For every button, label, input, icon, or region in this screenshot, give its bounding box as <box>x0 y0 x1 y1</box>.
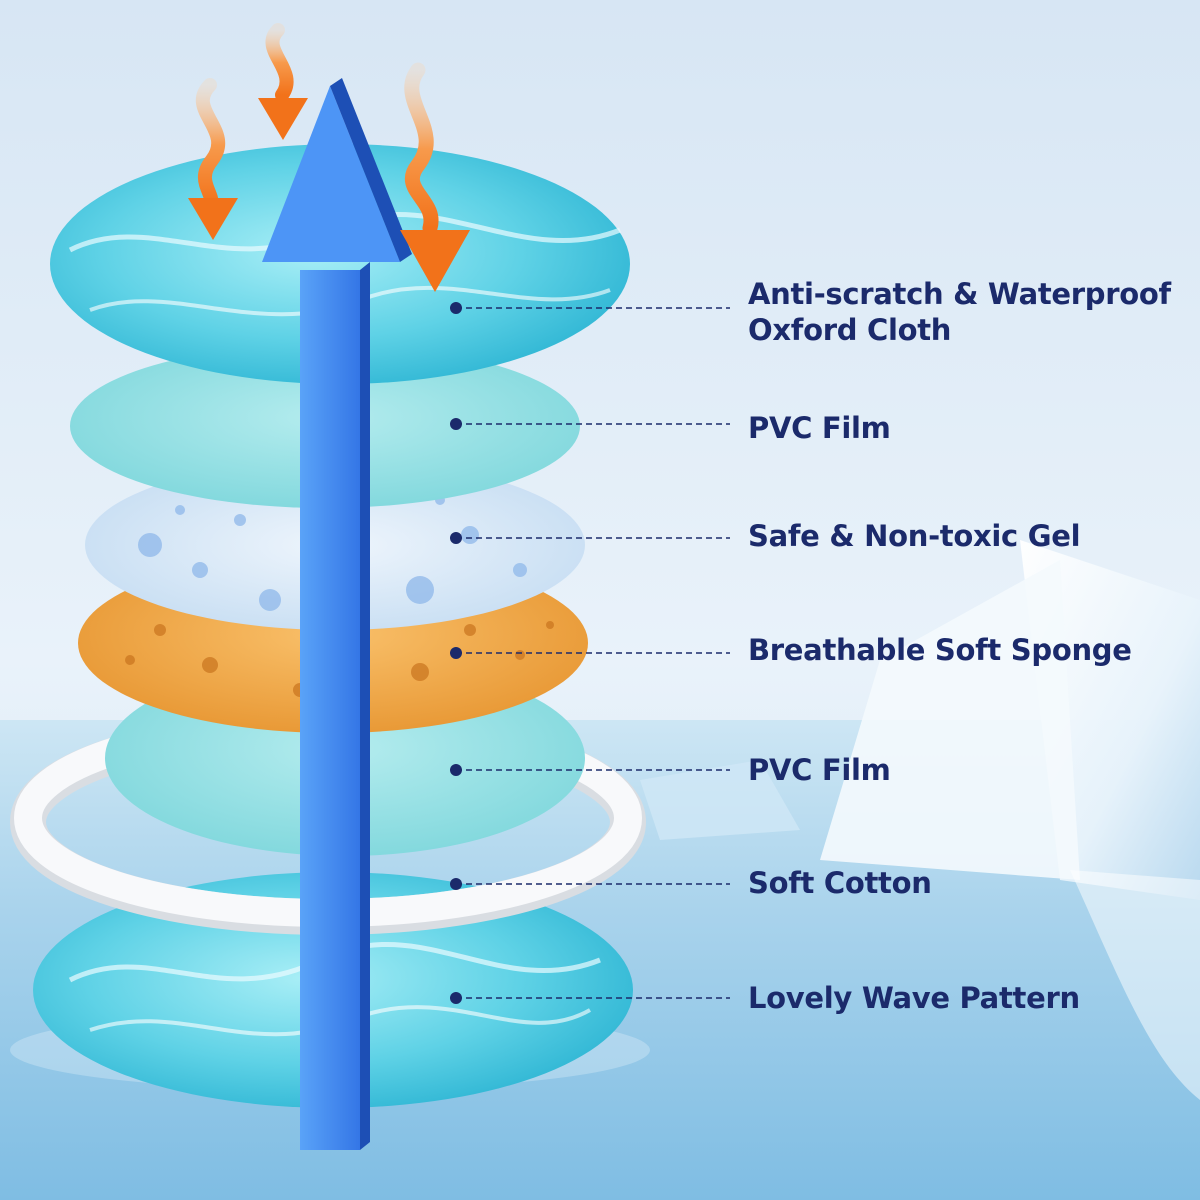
ice-block-decoration <box>640 540 1200 1100</box>
label-pvc-bottom-text: PVC Film <box>748 753 891 787</box>
leader-line-oxford <box>450 302 730 314</box>
leader-line-pvc-bottom <box>450 764 730 776</box>
cooling-arrow-icon <box>262 78 412 1150</box>
label-oxford-cloth: Anti-scratch & Waterproof Oxford Cloth <box>748 276 1171 348</box>
label-wave-pattern: Lovely Wave Pattern <box>748 980 1080 1016</box>
leader-line-wave <box>450 992 730 1004</box>
leader-line-sponge <box>450 647 730 659</box>
label-sponge-text: Breathable Soft Sponge <box>748 633 1132 667</box>
label-gel-text: Safe & Non-toxic Gel <box>748 519 1081 553</box>
leader-line-pvc-top <box>450 418 730 430</box>
label-sponge: Breathable Soft Sponge <box>748 632 1132 668</box>
heat-arrow-icon <box>188 78 238 240</box>
leader-lines <box>450 302 730 1004</box>
leader-line-gel <box>450 532 730 544</box>
heat-arrow-icon <box>258 23 308 140</box>
label-pvc-film-top: PVC Film <box>748 410 891 446</box>
label-pvc-film-bottom: PVC Film <box>748 752 891 788</box>
label-oxford-line-2: Oxford Cloth <box>748 313 952 347</box>
label-soft-cotton: Soft Cotton <box>748 865 932 901</box>
label-cotton-text: Soft Cotton <box>748 866 932 900</box>
leader-line-cotton <box>450 878 730 890</box>
heat-arrow-icon <box>400 62 470 292</box>
label-wave-text: Lovely Wave Pattern <box>748 981 1080 1015</box>
label-pvc-top-text: PVC Film <box>748 411 891 445</box>
label-gel: Safe & Non-toxic Gel <box>748 518 1081 554</box>
label-oxford-line-1: Anti-scratch & Waterproof <box>748 277 1171 311</box>
